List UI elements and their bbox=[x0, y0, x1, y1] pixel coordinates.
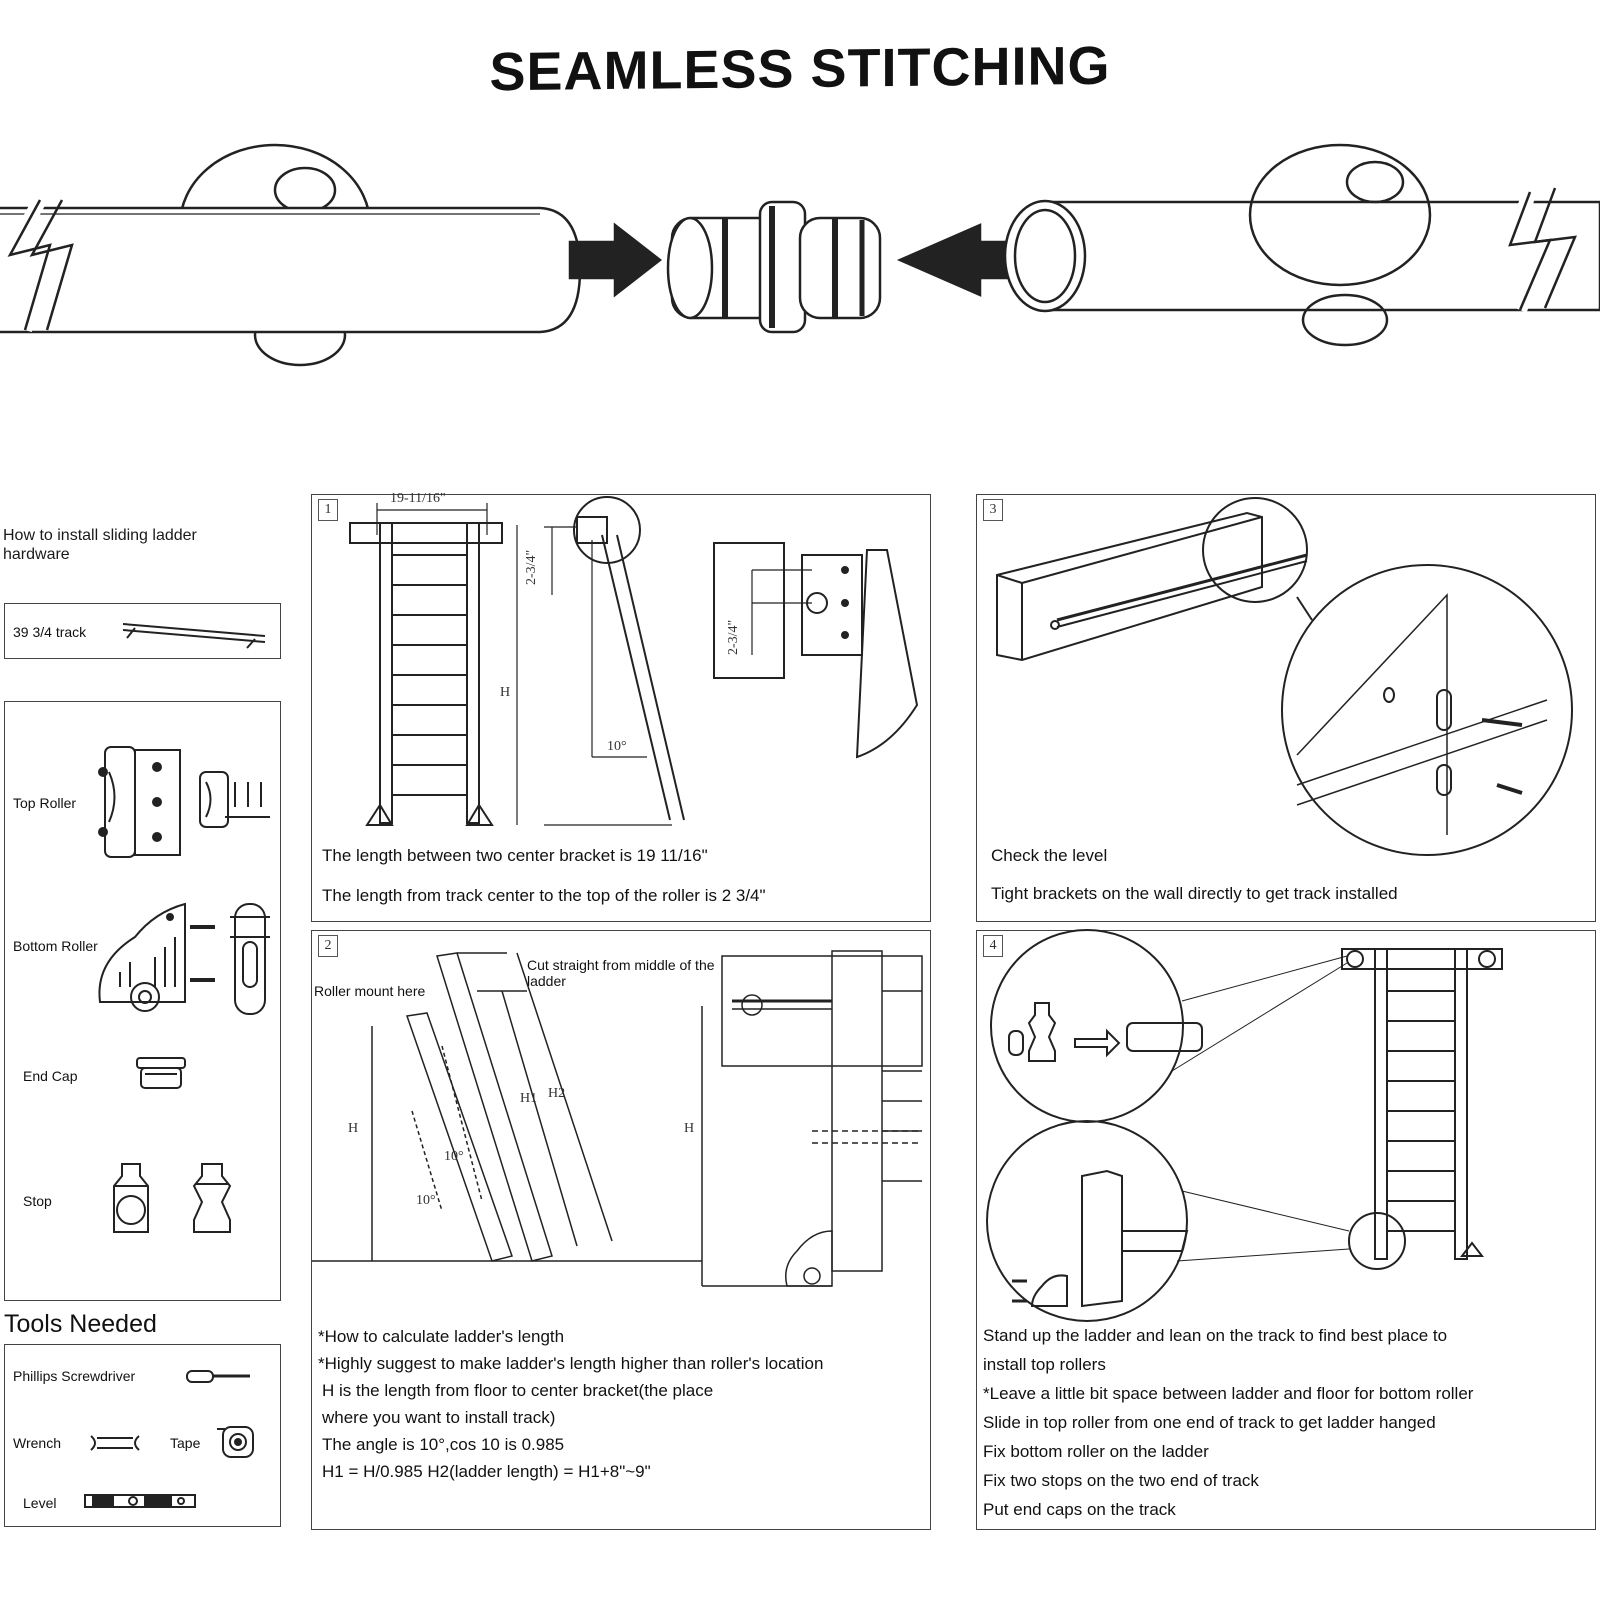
step-2-h-dim: H bbox=[348, 1121, 359, 1136]
step-4-number: 4 bbox=[983, 935, 1003, 957]
step-2-diagram bbox=[312, 950, 923, 1287]
step-1-width-dim: 19-11/16" bbox=[390, 491, 446, 506]
seamless-stitching-illustration bbox=[0, 143, 1600, 367]
arrow-right-icon bbox=[568, 222, 663, 298]
step-4-line: Stand up the ladder and lean on the trac… bbox=[983, 1326, 1448, 1345]
step-3-caption-2: Tight brackets on the wall directly to g… bbox=[991, 884, 1398, 903]
step-2-line: where you want to install track) bbox=[322, 1408, 556, 1427]
step-2-h2-dim: H2 bbox=[548, 1086, 566, 1101]
step-2-line: H1 = H/0.985 H2(ladder length) = H1+8"~9… bbox=[322, 1462, 651, 1481]
screwdriver-label: Phillips Screwdriver bbox=[13, 1368, 136, 1384]
step-2-number: 2 bbox=[318, 935, 338, 957]
right-tube bbox=[1045, 200, 1600, 312]
step-2-angle-b: 10° bbox=[416, 1193, 436, 1208]
tape-measure-icon bbox=[217, 1426, 254, 1458]
step-4-line: install top rollers bbox=[983, 1355, 1106, 1374]
track-label: 39 3/4 track bbox=[13, 624, 87, 640]
step-1-caption-2: The length from track center to the top … bbox=[322, 886, 766, 905]
wrench-icon bbox=[90, 1435, 140, 1451]
tools-box: Phillips Screwdriver Wrench Tape Level bbox=[4, 1344, 281, 1527]
step-4-panel: 4 bbox=[976, 929, 1596, 1530]
step-2-h1-dim: H1 bbox=[520, 1091, 538, 1106]
bottom-roller-icon bbox=[98, 902, 270, 1015]
track-part-box: 39 3/4 track bbox=[4, 603, 281, 659]
step-2-line: H is the length from floor to center bra… bbox=[322, 1381, 714, 1400]
step-2-line: *Highly suggest to make ladder's length … bbox=[318, 1354, 824, 1373]
tape-label: Tape bbox=[170, 1435, 201, 1451]
end-cap-icon bbox=[136, 1057, 186, 1089]
step-2-angle-a: 10° bbox=[444, 1149, 464, 1164]
step-4-line: Fix two stops on the two end of track bbox=[983, 1471, 1259, 1490]
screwdriver-icon bbox=[186, 1370, 250, 1383]
step-2-caption: *How to calculate ladder's length *Highl… bbox=[318, 1323, 823, 1485]
step-4-line: Slide in top roller from one end of trac… bbox=[983, 1413, 1436, 1432]
step-4-line: *Leave a little bit space between ladder… bbox=[983, 1384, 1474, 1403]
stop-label: Stop bbox=[23, 1193, 52, 1209]
level-label: Level bbox=[23, 1495, 57, 1511]
step-1-number: 1 bbox=[318, 499, 338, 521]
step-3-number: 3 bbox=[983, 499, 1003, 521]
step-1-height-dim-b: 2-3/4" bbox=[726, 619, 741, 655]
step-2-panel: 2 Roller mount here Cut straight from mi… bbox=[311, 930, 931, 1530]
tools-title: Tools Needed bbox=[4, 1310, 157, 1338]
level-icon bbox=[84, 1494, 196, 1508]
stop-icon bbox=[113, 1163, 232, 1233]
track-icon bbox=[122, 623, 266, 649]
banner-title: SEAMLESS STITCHING bbox=[489, 35, 1111, 103]
top-roller-icon bbox=[98, 746, 270, 858]
parts-box: Top Roller Bottom Roller bbox=[4, 701, 281, 1301]
step-3-diagram bbox=[996, 497, 1573, 856]
step-3-panel: 3 Check the level Tight brackets on the … bbox=[976, 494, 1596, 922]
step-1-h-dim: H bbox=[500, 685, 511, 700]
step-2-line: The angle is 10°,cos 10 is 0.985 bbox=[322, 1435, 565, 1454]
step-4-caption: Stand up the ladder and lean on the trac… bbox=[983, 1321, 1473, 1524]
left-tube bbox=[0, 206, 582, 334]
intro-text: How to install sliding ladder hardware bbox=[3, 527, 197, 563]
end-cap-label: End Cap bbox=[23, 1068, 78, 1084]
step-2-h-right-dim: H bbox=[684, 1121, 695, 1136]
connector-icon bbox=[666, 200, 882, 334]
step-4-line: Fix bottom roller on the ladder bbox=[983, 1442, 1209, 1461]
step-4-diagram bbox=[986, 929, 1503, 1322]
step-1-angle-dim: 10° bbox=[607, 739, 627, 754]
top-roller-label: Top Roller bbox=[13, 795, 77, 811]
step-1-panel: 1 19-11/16" bbox=[311, 491, 931, 922]
cut-straight-label: Cut straight from middle of the ladder bbox=[527, 957, 715, 989]
step-2-line: *How to calculate ladder's length bbox=[318, 1327, 565, 1346]
step-1-caption-1: The length between two center bracket is… bbox=[322, 846, 708, 865]
bottom-roller-label: Bottom Roller bbox=[13, 938, 98, 954]
wrench-label: Wrench bbox=[13, 1435, 61, 1451]
right-flange bbox=[1248, 143, 1432, 287]
step-1-diagram bbox=[349, 496, 919, 826]
step-1-height-dim-a: 2-3/4" bbox=[524, 549, 539, 585]
roller-mount-label: Roller mount here bbox=[314, 983, 426, 999]
step-4-line: Put end caps on the track bbox=[983, 1500, 1176, 1519]
step-3-caption-1: Check the level bbox=[991, 846, 1108, 865]
